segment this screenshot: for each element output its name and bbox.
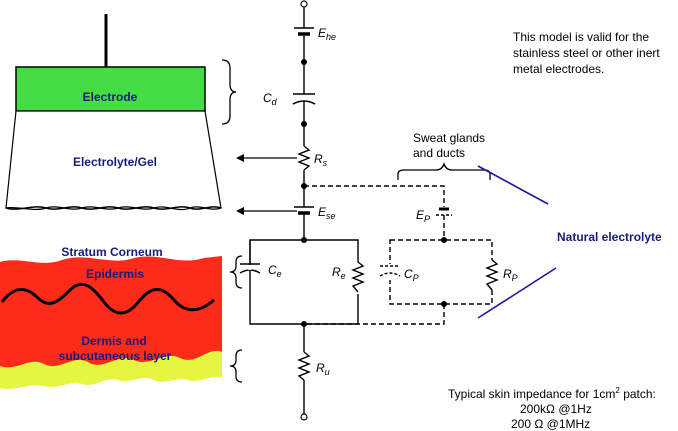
sweat-branch-top-wire	[304, 185, 445, 207]
electrode-label: Electrode	[83, 90, 138, 104]
rp-label: RP	[503, 267, 518, 283]
ru-label: Ru	[316, 361, 330, 377]
sweat-parallel-box	[389, 239, 493, 305]
validity-note-line1: This model is valid for the	[513, 30, 649, 44]
impedance-heading: Typical skin impedance for 1cm2 patch:	[448, 386, 656, 401]
stratum-corneum-label: Stratum Corneum	[61, 245, 162, 259]
electrode-block	[15, 66, 206, 112]
epidermis-brace	[229, 255, 243, 289]
natural-electrolyte-line-top	[477, 165, 549, 205]
cp-capacitor-plate-bottom	[379, 272, 401, 277]
interface-arrow	[236, 207, 297, 215]
top-terminal	[300, 0, 308, 8]
cd-label: Cd	[263, 91, 278, 107]
natural-electrolyte-line-bottom	[477, 267, 557, 319]
bottom-terminal	[300, 413, 308, 421]
impedance-value-1hz: 200kΩ @1Hz	[520, 402, 592, 416]
epidermis-region	[0, 256, 222, 368]
natural-electrolyte-label: Natural electrolyte	[557, 230, 662, 244]
ce-label: Ce	[268, 263, 282, 279]
sweat-branch-bottom-wire	[304, 304, 445, 325]
cp-label: CP	[404, 267, 419, 283]
epidermis-dermis-boundary	[0, 282, 215, 315]
gel-label: Electrolyte/Gel	[73, 155, 157, 169]
rp-resistor	[485, 259, 499, 291]
sweat-glands-label-line2: and ducts	[413, 146, 465, 160]
dermis-label-line1: Dermis and	[81, 334, 146, 348]
dermis-label-line2: subcutaneous layer	[59, 349, 172, 363]
electrode-brace	[221, 59, 237, 125]
rs-resistor	[297, 145, 311, 171]
ehe-label: Ehe	[318, 26, 336, 42]
ru-resistor	[297, 351, 311, 381]
dermis-brace	[229, 349, 243, 383]
validity-note-line3: metal electrodes.	[513, 62, 604, 76]
sweat-glands-label-line1: Sweat glands	[413, 131, 485, 145]
gel-arrow	[236, 154, 297, 162]
re-label: Re	[332, 265, 346, 281]
gel-bottom-wave	[5, 206, 222, 210]
rs-label: Rs	[314, 152, 328, 168]
impedance-value-1mhz: 200 Ω @1MHz	[511, 417, 590, 431]
ese-label: Ese	[318, 205, 336, 221]
sweat-glands-brace	[397, 161, 491, 180]
re-resistor	[351, 261, 365, 293]
validity-note-line2: stainless steel or other inert	[513, 46, 660, 60]
ep-label: EP	[416, 208, 430, 224]
epidermis-label: Epidermis	[86, 267, 144, 281]
